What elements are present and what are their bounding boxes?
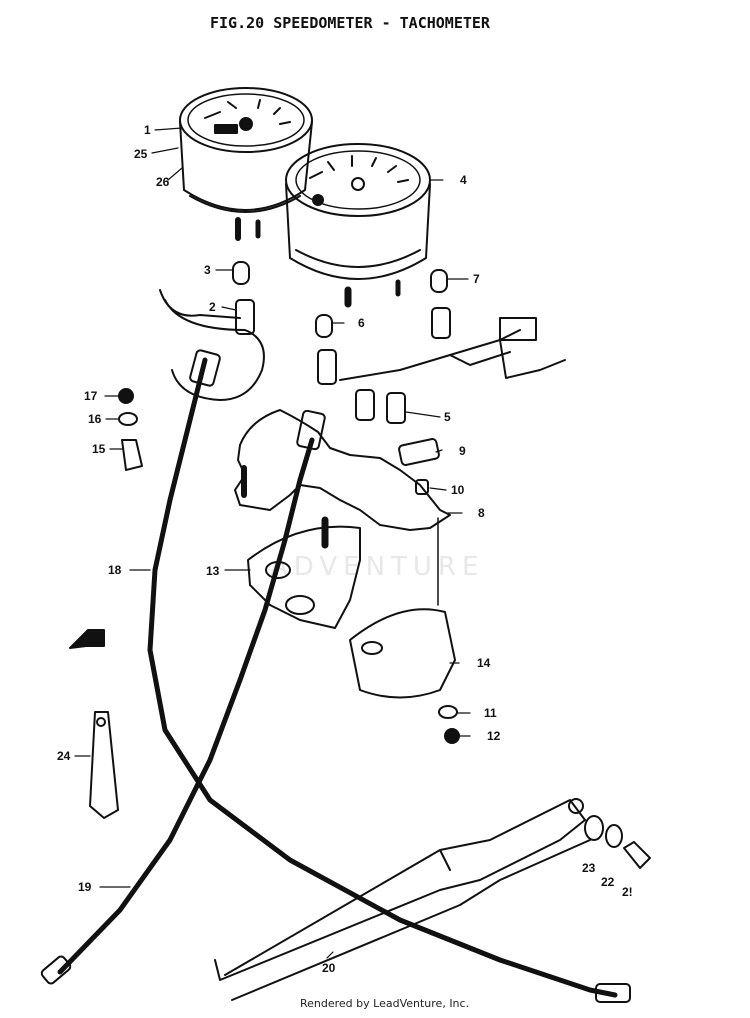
callout-9: 9 bbox=[459, 444, 466, 458]
spacer bbox=[415, 479, 429, 495]
callout-18: 18 bbox=[108, 563, 122, 577]
callout-24: 24 bbox=[57, 749, 71, 763]
callout-15: 15 bbox=[92, 442, 106, 456]
meter-cover bbox=[349, 608, 456, 699]
washer-23 bbox=[584, 815, 604, 841]
meter-case bbox=[247, 525, 361, 629]
washer-16 bbox=[118, 412, 138, 426]
callout-4: 4 bbox=[460, 173, 467, 187]
front-arrow-icon bbox=[69, 629, 105, 649]
diagram-title: FIG.20 SPEEDOMETER - TACHOMETER bbox=[210, 14, 491, 32]
render-credit: Rendered by LeadVenture, Inc. bbox=[300, 997, 469, 1010]
callout-19: 19 bbox=[78, 880, 92, 894]
callout-26: 26 bbox=[156, 175, 170, 189]
nut bbox=[444, 728, 460, 744]
speedometer-cable bbox=[147, 357, 618, 998]
tachometer-cable bbox=[57, 437, 315, 975]
callout-14: 14 bbox=[477, 656, 491, 670]
callout-6: 6 bbox=[358, 316, 365, 330]
callout-3: 3 bbox=[204, 263, 211, 277]
callout-12: 12 bbox=[487, 729, 501, 743]
callout-7: 7 bbox=[473, 272, 480, 286]
callout-20: 20 bbox=[322, 961, 336, 975]
meter-stay bbox=[214, 799, 591, 1001]
washer-22 bbox=[605, 824, 623, 848]
watermark: ADVENTURE bbox=[270, 552, 484, 582]
callout-11: 11 bbox=[484, 706, 497, 720]
leader-lines bbox=[74, 127, 471, 959]
grommet-15 bbox=[121, 439, 143, 471]
callout-10: 10 bbox=[451, 483, 465, 497]
nut-17 bbox=[118, 388, 134, 404]
callout-5: 5 bbox=[444, 410, 451, 424]
callout-21: 2! bbox=[622, 885, 633, 899]
bulb-sockets bbox=[232, 261, 451, 424]
rubber-mount bbox=[398, 438, 440, 466]
left-wires bbox=[159, 289, 265, 401]
speedometer bbox=[179, 87, 313, 241]
washer bbox=[438, 705, 458, 719]
callout-16: 16 bbox=[88, 412, 102, 426]
meter-bracket bbox=[234, 409, 451, 531]
connector bbox=[499, 317, 537, 341]
callout-22: 22 bbox=[601, 875, 615, 889]
callout-labels: 1 25 26 4 3 2 6 7 5 9 10 8 13 14 11 12 1… bbox=[57, 123, 633, 975]
callout-13: 13 bbox=[206, 564, 220, 578]
callout-23: 23 bbox=[582, 861, 596, 875]
bolt bbox=[623, 841, 651, 869]
callout-17: 17 bbox=[84, 389, 98, 403]
callout-25: 25 bbox=[134, 147, 148, 161]
cable-clamp bbox=[89, 711, 119, 819]
callout-8: 8 bbox=[478, 506, 485, 520]
wire-harness bbox=[339, 329, 566, 381]
callout-1: 1 bbox=[144, 123, 151, 137]
callout-2: 2 bbox=[209, 300, 216, 314]
